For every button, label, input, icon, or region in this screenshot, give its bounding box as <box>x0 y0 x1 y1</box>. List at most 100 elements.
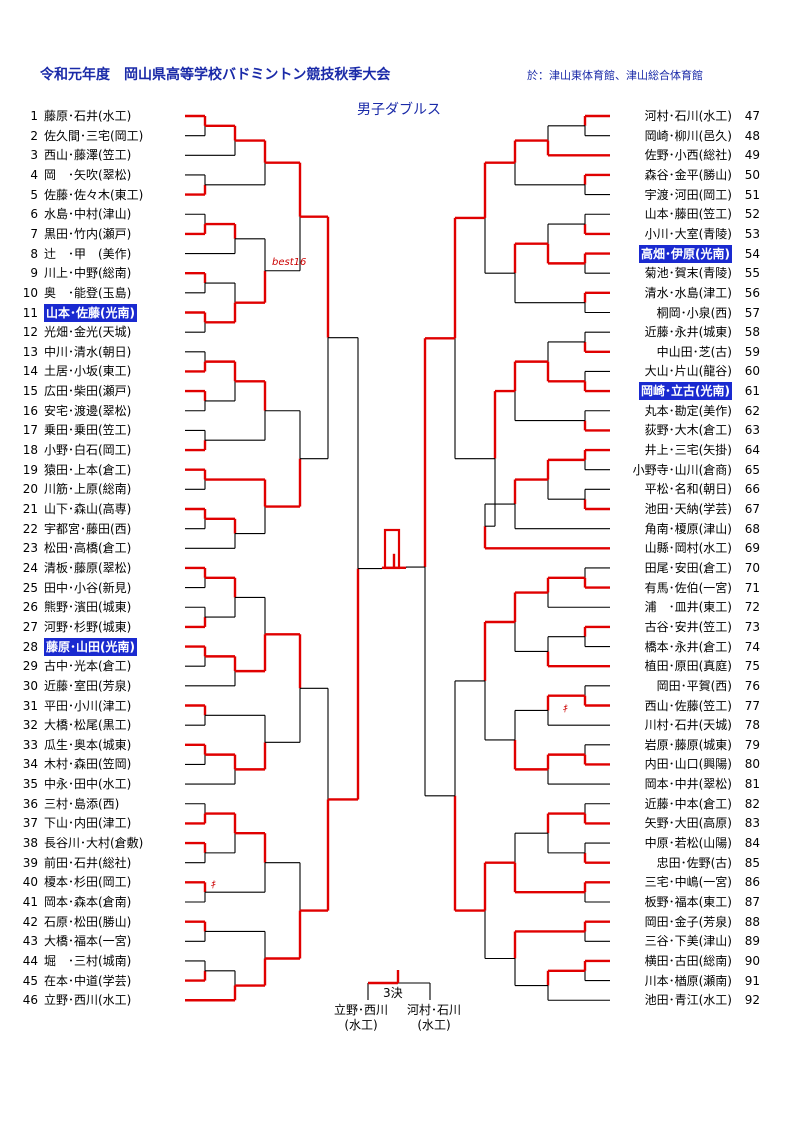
entry-pair: 熊野･濱田(城東) <box>44 600 132 615</box>
entry-pair: 三谷･下美(津山) <box>644 934 732 949</box>
entry-number: 47 <box>744 109 760 123</box>
entry-number: 9 <box>30 266 38 281</box>
right-entry: 小川･大室(青陵)53 <box>610 225 760 243</box>
entry-number: 80 <box>744 757 760 772</box>
entry-number: 31 <box>22 698 38 713</box>
entry-number: 56 <box>744 285 760 300</box>
third-place-label: 3決 <box>383 986 403 1000</box>
entry-pair: 広田･柴田(瀬戸) <box>44 384 132 399</box>
entry-number: 20 <box>22 482 38 497</box>
entry-pair: 佐野･小西(総社) <box>644 148 732 163</box>
entry-number: 53 <box>744 226 760 241</box>
entry-pair: 中原･若松(山陽) <box>644 836 732 851</box>
entry-pair: 西山･藤澤(笠工) <box>44 148 132 163</box>
entry-number: 18 <box>22 443 38 458</box>
entry-number: 17 <box>22 423 38 438</box>
entry-pair: 田尾･安田(倉工) <box>644 560 732 575</box>
right-entry: 山本･藤田(笠工)52 <box>610 205 760 223</box>
entry-number: 89 <box>744 934 760 949</box>
entry-number: 90 <box>744 953 760 968</box>
entry-number: 14 <box>22 364 38 379</box>
entry-number: 54 <box>744 246 760 261</box>
entry-number: 46 <box>22 993 38 1008</box>
entry-pair: 内田･山口(興陽) <box>644 757 732 772</box>
entry-pair: 山本･藤田(笠工) <box>644 207 732 222</box>
right-entry: 横田･古田(総南)90 <box>610 952 760 970</box>
entry-number: 26 <box>22 600 38 615</box>
entry-number: 59 <box>744 344 760 359</box>
entry-pair: 中山田･芝(古) <box>656 344 732 359</box>
right-entry: 桐岡･小泉(西)57 <box>610 304 760 322</box>
entry-number: 86 <box>744 875 760 890</box>
entry-pair: 光畑･金光(天城) <box>44 325 132 340</box>
right-entry: 中山田･芝(古) 59 <box>610 343 760 361</box>
entry-number: 3 <box>30 148 38 163</box>
right-entry: 池田･天納(学芸)67 <box>610 500 760 518</box>
left-entry: 26 熊野･濱田(城東) <box>16 598 186 616</box>
entry-pair: 岡崎･柳川(邑久) <box>644 128 732 143</box>
entry-pair: 清板･藤原(翠松) <box>44 560 132 575</box>
right-entry: 高畑･伊原(光南)54 <box>610 244 760 263</box>
entry-number: 5 <box>30 187 38 202</box>
right-entry: 角南･榎原(津山)68 <box>610 520 760 538</box>
entry-pair: 佐久間･三宅(岡工) <box>44 128 144 143</box>
entry-pair: 浦 ･皿井(東工) <box>644 600 732 615</box>
right-entry: 浦 ･皿井(東工)72 <box>610 598 760 616</box>
entry-number: 36 <box>22 796 38 811</box>
entry-pair: 下山･内田(津工) <box>44 816 132 831</box>
entry-number: 71 <box>744 580 760 595</box>
right-entry: 宇渡･河田(岡工)51 <box>610 186 760 204</box>
right-entry: 岩原･藤原(城東)79 <box>610 736 760 754</box>
entry-pair: 植田･原田(真庭) <box>644 659 732 674</box>
entry-number: 92 <box>744 993 760 1008</box>
right-entry: 西山･佐藤(笠工)77 <box>610 697 760 715</box>
entry-number: 74 <box>744 639 760 654</box>
entry-pair: 田中･小谷(新見) <box>44 580 132 595</box>
entry-number: 48 <box>744 128 760 143</box>
right-entry: 古谷･安井(笠工)73 <box>610 618 760 636</box>
right-entry: 丸本･勘定(美作)62 <box>610 402 760 420</box>
right-entry: 岡本･中井(翠松)81 <box>610 775 760 793</box>
entry-pair: 平松･名和(朝日) <box>644 482 732 497</box>
entry-pair: 小野･白石(岡工) <box>44 443 132 458</box>
entry-pair: 角南･榎原(津山) <box>644 521 732 536</box>
entry-number: 4 <box>30 167 38 182</box>
right-entry: 荻野･大木(倉工)63 <box>610 421 760 439</box>
entry-pair: 瓜生･奥本(城東) <box>44 737 132 752</box>
entry-pair: 岡崎･立古(光南) <box>639 382 732 401</box>
right-entry: 川村･石井(天城)78 <box>610 716 760 734</box>
entry-pair: 黒田･竹内(瀬戸) <box>44 226 132 241</box>
right-entry: 岡崎･柳川(邑久) 48 <box>610 127 760 145</box>
entry-number: 22 <box>22 521 38 536</box>
right-entry: 三谷･下美(津山) 89 <box>610 932 760 950</box>
entry-pair: 岡本･中井(翠松) <box>644 777 732 792</box>
entry-number: 82 <box>744 796 760 811</box>
entry-number: 41 <box>22 895 38 909</box>
entry-pair: 桐岡･小泉(西) <box>656 305 732 320</box>
third-place-left-school: (水工) <box>344 1018 378 1032</box>
entry-number: 1 <box>30 109 38 123</box>
third-place-right-name: 河村･石川 <box>406 1003 461 1017</box>
entry-number: 84 <box>744 836 760 851</box>
right-entry: 河村･石川(水工)47 <box>610 107 760 125</box>
entry-number: 87 <box>744 895 760 909</box>
entry-pair: 西山･佐藤(笠工) <box>644 698 732 713</box>
entry-pair: 近藤･永井(城東) <box>644 325 732 340</box>
right-entry: 板野･福本(東工)87 <box>610 893 760 911</box>
entry-number: 62 <box>744 403 760 418</box>
entry-pair: 池田･青江(水工) <box>644 993 732 1008</box>
